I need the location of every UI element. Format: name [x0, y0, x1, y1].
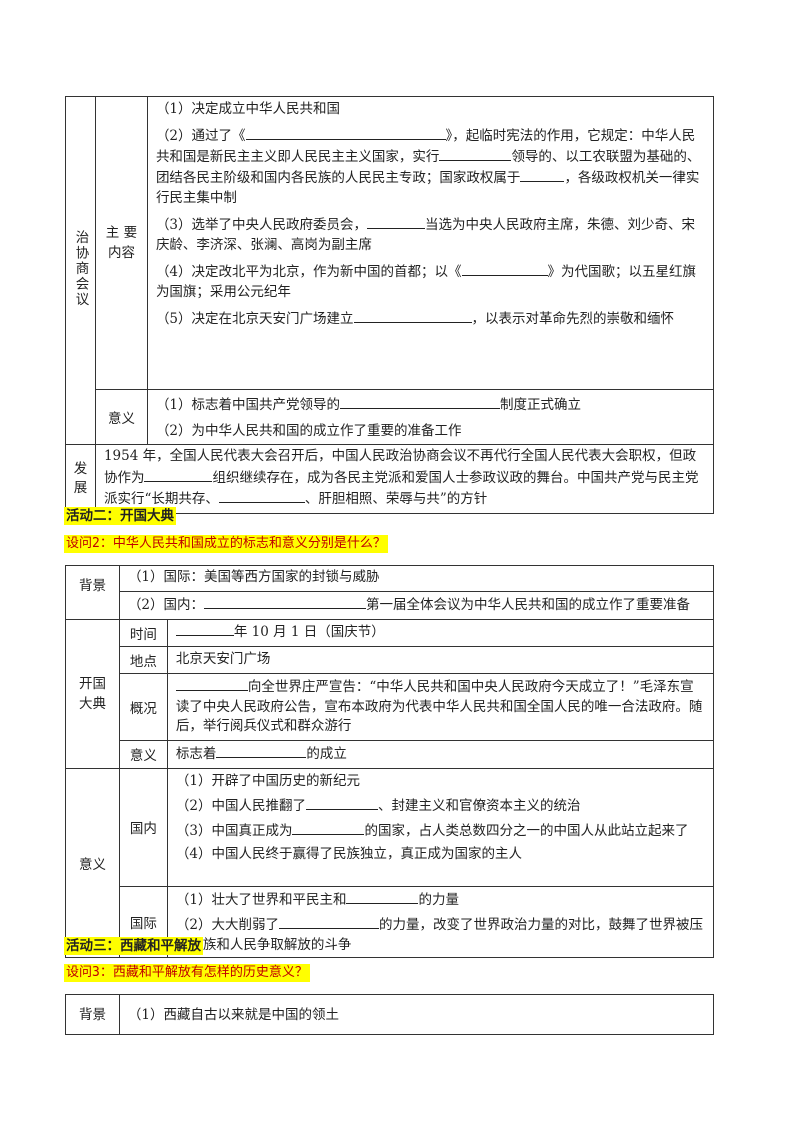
consultative-conference-table: 治协商会议 主 要 内容 （1）决定成立中华人民共和国 （2）通过了《》，起临时… — [65, 96, 715, 514]
activity-two-heading: 活动二：开国大典 — [64, 507, 176, 525]
sig-label: 意义 — [118, 739, 168, 769]
content-item-1: （1）决定成立中华人民共和国 — [155, 101, 341, 117]
blank-field[interactable] — [439, 146, 512, 161]
blank-field[interactable] — [218, 488, 305, 503]
meaning-item-1: （1）标志着中国共产党领导的制度正式确立 — [148, 390, 713, 418]
row-head-label: 治协商会议 — [72, 229, 89, 308]
place-label: 地点 — [118, 646, 168, 674]
tibet-bg-cell: （1）西藏自古以来就是中国的领土 — [118, 994, 715, 1035]
blank-field[interactable] — [340, 394, 501, 409]
blank-field[interactable] — [292, 820, 365, 835]
domestic-item-2: （2）中国人民推翻了、封建主义和官僚资本主义的统治 — [168, 793, 713, 818]
content-item-2: （2）通过了《》，起临时宪法的作用，它规定：中华人民共和国是新民主主义即人民民主… — [148, 122, 713, 211]
intl-item-2: （2）大大削弱了的力量，改变了世界政治力量的对比，鼓舞了世界被压迫民族和人民争取… — [168, 912, 713, 957]
blank-field[interactable] — [278, 914, 379, 929]
dev-text: 1954 年，全国人民代表大会召开后，中国人民政治协商会议不再代行全国人民代表大… — [103, 448, 699, 507]
ceremony-label-cell: 开国大典 — [65, 619, 120, 769]
blank-field[interactable] — [245, 125, 446, 140]
blank-field[interactable] — [461, 261, 548, 276]
blank-field[interactable] — [367, 214, 426, 229]
domestic-label: 国内 — [118, 767, 168, 887]
content-item-5: （5）决定在北京天安门广场建立，以表示对革命先烈的崇敬和缅怀 — [148, 305, 713, 332]
bg-label-cell: 背景 — [65, 565, 120, 620]
meaning-label-cell: 意义 — [94, 389, 148, 445]
meaning-label-cell: 意义 — [65, 767, 120, 958]
dev-cell: 1954 年，全国人民代表大会召开后，中国人民政治协商会议不再代行全国人民代表大… — [94, 444, 715, 514]
time-label: 时间 — [118, 619, 168, 647]
domestic-item-1: （1）开辟了中国历史的新纪元 — [175, 772, 360, 789]
intl-item-1: （1）壮大了世界和平民主和的力量 — [168, 887, 713, 912]
content-item-4: （4）决定改北平为北京，作为新中国的首都；以《》为代国歌；以五星红旗为国旗；采用… — [148, 258, 713, 305]
row-head-conference: 治协商会议 — [65, 96, 96, 445]
blank-field[interactable] — [204, 594, 367, 609]
blank-field[interactable] — [305, 795, 378, 810]
content-label-cell: 主 要 内容 — [94, 96, 148, 390]
intl-cell: （1）壮大了世界和平民主和的力量 （2）大大削弱了的力量，改变了世界政治力量的对… — [166, 885, 715, 958]
time-cell: 年 10 月 1 日（国庆节） — [166, 619, 715, 647]
bg-item-2: （2）国内：第一届全体会议为中华人民共和国的成立作了重要准备 — [118, 591, 715, 620]
blank-field[interactable] — [144, 467, 213, 482]
blank-field[interactable] — [216, 743, 307, 758]
overview-cell: 向全世界庄严宣告：“中华人民共和国中央人民政府今天成立了！”毛泽东宣读了中央人民… — [166, 673, 715, 741]
question-two: 设问2：中华人民共和国成立的标志和意义分别是什么？ — [64, 535, 388, 553]
content-cell: （1）决定成立中华人民共和国 （2）通过了《》，起临时宪法的作用，它规定：中华人… — [146, 96, 715, 390]
domestic-item-3: （3）中国真正成为的国家，占人类总数四分之一的中国人从此站立起来了 — [168, 818, 713, 842]
bg-item-1: （1）国际：美国等西方国家的封锁与威胁 — [118, 565, 715, 592]
meaning-item-2: （2）为中华人民共和国的成立作了重要的准备工作 — [155, 423, 462, 439]
blank-field[interactable] — [175, 621, 234, 636]
sig-cell: 标志着的成立 — [166, 739, 715, 769]
meaning-cell: （1）标志着中国共产党领导的制度正式确立 （2）为中华人民共和国的成立作了重要的… — [146, 389, 715, 445]
content-item-3: （3）选举了中央人民政府委员会，当选为中央人民政府主席，朱德、刘少奇、宋庆龄、李… — [148, 211, 713, 258]
tibet-bg-label: 背景 — [65, 994, 120, 1035]
blank-field[interactable] — [175, 676, 248, 691]
overview-label: 概况 — [118, 673, 168, 741]
place-cell: 北京天安门广场 — [166, 646, 715, 674]
question-three: 设问3：西藏和平解放有怎样的历史意义？ — [64, 964, 310, 982]
tibet-table: 背景 （1）西藏自古以来就是中国的领土 — [65, 994, 715, 1035]
blank-field[interactable] — [346, 889, 419, 904]
blank-field[interactable] — [353, 308, 472, 323]
content-label: 主 要 内容 — [105, 225, 138, 261]
dev-label-cell: 发展 — [65, 444, 96, 514]
founding-ceremony-table: 背景 （1）国际：美国等西方国家的封锁与威胁 （2）国内：第一届全体会议为中华人… — [65, 565, 715, 958]
domestic-cell: （1）开辟了中国历史的新纪元 （2）中国人民推翻了、封建主义和官僚资本主义的统治… — [166, 767, 715, 887]
domestic-item-4: （4）中国人民终于赢得了民族独立，真正成为国家的主人 — [175, 845, 522, 862]
activity-three-heading: 活动三：西藏和平解放 — [64, 937, 203, 955]
blank-field[interactable] — [520, 167, 565, 182]
